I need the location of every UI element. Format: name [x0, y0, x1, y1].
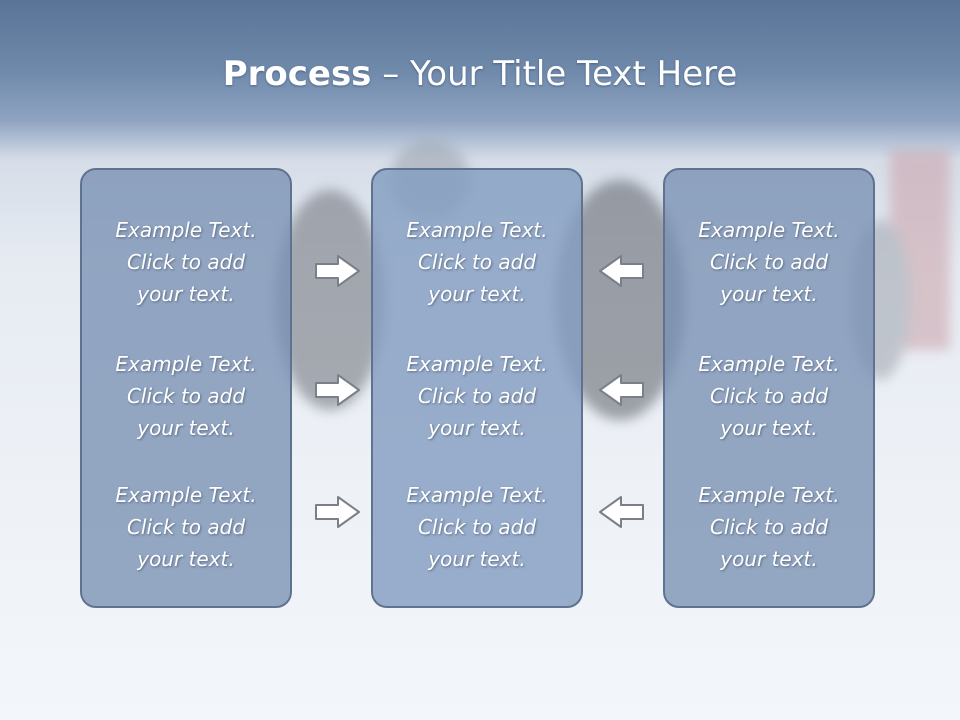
- title-rest: – Your Title Text Here: [371, 54, 738, 94]
- text-item[interactable]: Example Text. Click to add your text.: [373, 348, 581, 444]
- slide-title[interactable]: Process – Your Title Text Here: [0, 52, 960, 96]
- right-column-box[interactable]: Example Text. Click to add your text. Ex…: [663, 168, 875, 608]
- text-item[interactable]: Example Text. Click to add your text.: [373, 479, 581, 575]
- text-line: Example Text.: [406, 352, 548, 376]
- text-item[interactable]: Example Text. Click to add your text.: [373, 214, 581, 310]
- text-line: Example Text.: [115, 218, 257, 242]
- text-line: Example Text.: [406, 218, 548, 242]
- right-arrow-icon: [315, 374, 360, 406]
- left-arrow-icon: [599, 255, 644, 287]
- left-arrow-icon: [599, 374, 644, 406]
- text-item[interactable]: Example Text. Click to add your text.: [665, 348, 873, 444]
- text-line: Example Text.: [698, 352, 840, 376]
- text-item[interactable]: Example Text. Click to add your text.: [82, 348, 290, 444]
- text-line: your text.: [428, 282, 526, 306]
- text-line: your text.: [137, 416, 235, 440]
- text-line: your text.: [428, 547, 526, 571]
- text-line: Click to add: [417, 515, 537, 539]
- text-line: Example Text.: [698, 218, 840, 242]
- text-line: Click to add: [709, 515, 829, 539]
- text-line: Click to add: [417, 384, 537, 408]
- right-arrow-icon: [315, 496, 360, 528]
- text-line: your text.: [137, 282, 235, 306]
- text-item[interactable]: Example Text. Click to add your text.: [665, 479, 873, 575]
- title-bold: Process: [222, 54, 372, 94]
- text-line: Example Text.: [406, 483, 548, 507]
- text-line: Click to add: [709, 384, 829, 408]
- text-item[interactable]: Example Text. Click to add your text.: [665, 214, 873, 310]
- text-line: your text.: [137, 547, 235, 571]
- text-line: Example Text.: [698, 483, 840, 507]
- text-line: your text.: [428, 416, 526, 440]
- middle-column-box[interactable]: Example Text. Click to add your text. Ex…: [371, 168, 583, 608]
- text-line: Click to add: [126, 515, 246, 539]
- text-line: Example Text.: [115, 483, 257, 507]
- text-item[interactable]: Example Text. Click to add your text.: [82, 214, 290, 310]
- text-line: your text.: [720, 282, 818, 306]
- text-line: your text.: [720, 416, 818, 440]
- text-line: Click to add: [126, 384, 246, 408]
- left-column-box[interactable]: Example Text. Click to add your text. Ex…: [80, 168, 292, 608]
- text-line: Click to add: [126, 250, 246, 274]
- text-line: your text.: [720, 547, 818, 571]
- text-item[interactable]: Example Text. Click to add your text.: [82, 479, 290, 575]
- text-line: Click to add: [417, 250, 537, 274]
- text-line: Click to add: [709, 250, 829, 274]
- right-arrow-icon: [315, 255, 360, 287]
- left-arrow-icon: [599, 496, 644, 528]
- text-line: Example Text.: [115, 352, 257, 376]
